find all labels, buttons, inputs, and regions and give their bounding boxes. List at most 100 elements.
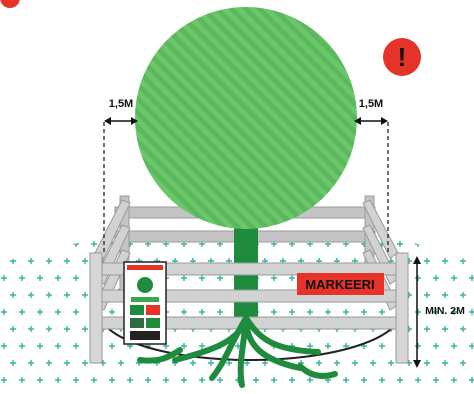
grid-mark xyxy=(442,258,448,264)
grid-mark xyxy=(55,343,61,349)
grid-mark xyxy=(64,360,70,366)
grid-mark xyxy=(433,275,439,281)
grid-mark xyxy=(208,360,214,366)
warning-icon xyxy=(383,38,421,76)
grid-mark xyxy=(73,275,79,281)
grid-mark xyxy=(181,275,187,281)
grid-mark xyxy=(19,309,25,315)
grid-mark xyxy=(145,377,151,383)
grid-mark xyxy=(415,343,421,349)
grid-mark xyxy=(217,309,223,315)
grid-mark xyxy=(82,326,88,332)
grid-mark xyxy=(424,258,430,264)
grid-mark xyxy=(469,241,474,247)
grid-mark xyxy=(28,326,34,332)
grid-mark xyxy=(433,309,439,315)
grid-mark xyxy=(361,309,367,315)
grid-mark xyxy=(343,309,349,315)
grid-mark xyxy=(64,258,70,264)
grid-mark xyxy=(469,309,474,315)
info-sign xyxy=(123,261,167,345)
grid-mark xyxy=(361,377,367,383)
grid-mark xyxy=(19,377,25,383)
grid-mark xyxy=(307,343,313,349)
grid-mark xyxy=(37,241,43,247)
grid-mark xyxy=(10,258,16,264)
grid-mark xyxy=(181,309,187,315)
grid-mark xyxy=(1,309,7,315)
grid-mark xyxy=(1,377,7,383)
grid-mark xyxy=(19,343,25,349)
grid-mark xyxy=(19,241,25,247)
grid-mark xyxy=(469,377,474,383)
grid-mark xyxy=(55,309,61,315)
grid-mark xyxy=(64,292,70,298)
grid-mark xyxy=(217,275,223,281)
grid-mark xyxy=(334,360,340,366)
grid-mark xyxy=(271,309,277,315)
grid-mark xyxy=(91,377,97,383)
grid-mark xyxy=(73,377,79,383)
grid-mark xyxy=(37,343,43,349)
grid-mark xyxy=(415,377,421,383)
grid-mark xyxy=(10,326,16,332)
fence-height-label: MIN. 2M xyxy=(425,305,465,317)
grid-mark xyxy=(64,326,70,332)
grid-mark xyxy=(451,343,457,349)
grid-mark xyxy=(46,360,52,366)
grid-mark xyxy=(244,360,250,366)
grid-mark xyxy=(163,377,169,383)
grid-mark xyxy=(424,292,430,298)
grid-mark xyxy=(199,309,205,315)
grid-mark xyxy=(460,258,466,264)
grid-mark xyxy=(109,343,115,349)
warning-symbol: ! xyxy=(398,42,407,72)
grid-mark xyxy=(199,343,205,349)
grid-mark xyxy=(352,360,358,366)
grid-mark xyxy=(226,360,232,366)
grid-mark xyxy=(82,292,88,298)
grid-mark xyxy=(37,377,43,383)
dimension-height: MIN. 2M xyxy=(413,256,465,368)
warning-badge: ! xyxy=(383,38,421,76)
grid-mark xyxy=(307,377,313,383)
grid-mark xyxy=(379,343,385,349)
grid-mark xyxy=(424,360,430,366)
grid-mark xyxy=(253,377,259,383)
grid-mark xyxy=(325,309,331,315)
grid-mark xyxy=(397,241,403,247)
grid-mark xyxy=(28,292,34,298)
grid-mark xyxy=(469,275,474,281)
grid-mark xyxy=(73,343,79,349)
grid-mark xyxy=(73,241,79,247)
top-red-marker xyxy=(0,0,20,8)
grid-mark xyxy=(1,343,7,349)
grid-mark xyxy=(451,241,457,247)
grid-mark xyxy=(37,275,43,281)
grid-mark xyxy=(73,309,79,315)
dimension-right: 1,5M xyxy=(354,98,389,255)
grid-mark xyxy=(181,343,187,349)
grid-mark xyxy=(343,377,349,383)
dimension-left: 1,5M xyxy=(103,98,138,255)
grid-mark xyxy=(37,309,43,315)
grid-mark xyxy=(307,309,313,315)
grid-mark xyxy=(316,360,322,366)
grid-mark xyxy=(262,360,268,366)
grid-mark xyxy=(388,360,394,366)
grid-mark xyxy=(199,275,205,281)
grid-mark xyxy=(397,377,403,383)
grid-mark xyxy=(82,258,88,264)
grid-mark xyxy=(289,275,295,281)
grid-mark xyxy=(271,377,277,383)
tree-roots xyxy=(137,315,338,388)
grid-mark xyxy=(1,275,7,281)
grid-mark xyxy=(118,360,124,366)
grid-mark xyxy=(415,241,421,247)
grid-mark xyxy=(415,275,421,281)
grid-mark xyxy=(109,309,115,315)
grid-mark xyxy=(415,309,421,315)
tree-canopy xyxy=(135,7,357,229)
grid-mark xyxy=(28,258,34,264)
